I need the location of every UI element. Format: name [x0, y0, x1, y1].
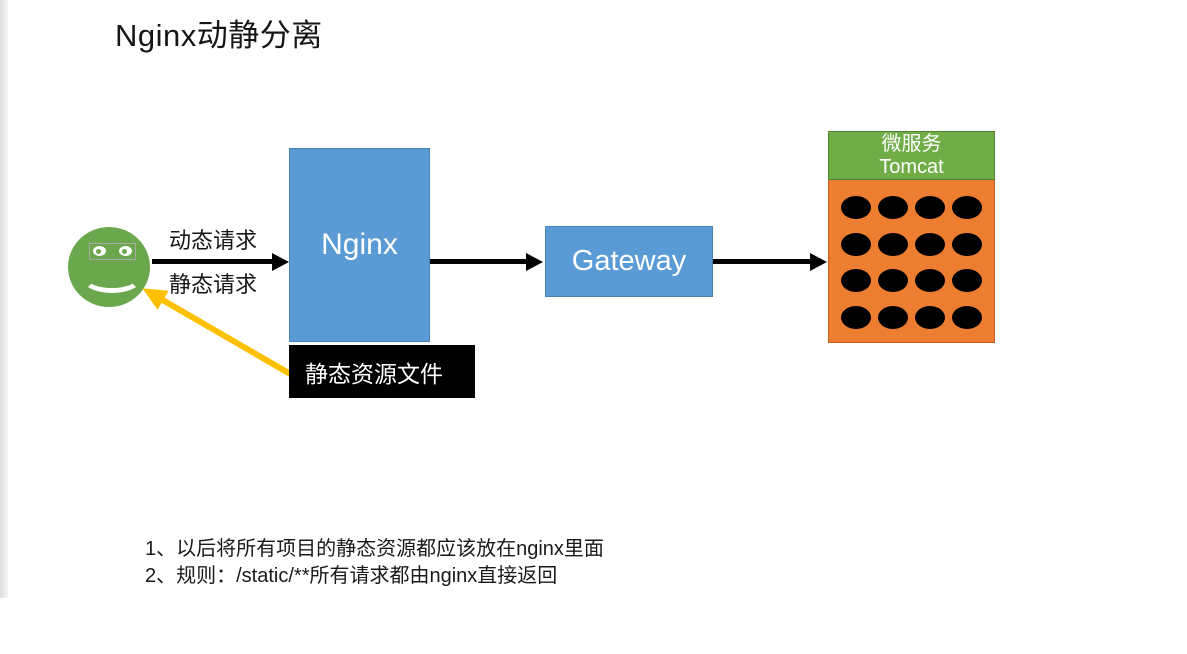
tomcat-instance-row — [841, 232, 982, 256]
smiley-left-eye — [93, 246, 106, 256]
microservice-header: 微服务 Tomcat — [828, 131, 995, 180]
note-line-2: 2、规则：/static/**所有请求都由nginx直接返回 — [145, 565, 558, 587]
static-files-label: 静态资源文件 — [305, 360, 443, 387]
gateway-label: Gateway — [571, 245, 687, 277]
tomcat-instance-dot — [952, 196, 982, 219]
tomcat-instance-dot — [915, 305, 945, 329]
microservice-header-line2: Tomcat — [879, 155, 944, 178]
tomcat-instance-grid — [828, 180, 995, 343]
tomcat-instance-dot — [952, 232, 982, 256]
tomcat-instance-dot — [878, 232, 908, 256]
note-line-1: 1、以后将所有项目的静态资源都应该放在nginx里面 — [145, 538, 604, 560]
gateway-box: Gateway — [545, 226, 713, 297]
microservice-group: 微服务 Tomcat — [828, 131, 995, 343]
dynamic-request-label: 动态请求 — [169, 228, 258, 253]
tomcat-instance-dot — [915, 269, 945, 293]
arrow-nginx-to-gateway — [430, 259, 527, 264]
tomcat-instance-dot — [915, 232, 945, 256]
tomcat-instance-dot — [841, 232, 871, 256]
smiley-mouth — [82, 263, 142, 293]
tomcat-instance-dot — [915, 196, 945, 219]
tomcat-instance-row — [841, 196, 982, 219]
pane-edge-strip — [0, 0, 8, 598]
tomcat-instance-dot — [841, 196, 871, 219]
tomcat-instance-dot — [878, 196, 908, 219]
notes: 1、以后将所有项目的静态资源都应该放在nginx里面 2、规则：/static/… — [145, 536, 604, 590]
tomcat-instance-row — [841, 269, 982, 293]
nginx-box: Nginx — [289, 148, 430, 342]
nginx-label: Nginx — [321, 228, 398, 261]
smiley-right-pupil — [122, 249, 127, 254]
microservice-header-line1: 微服务 — [881, 132, 942, 155]
arrow-client-to-nginx — [152, 259, 273, 264]
page-title: Nginx动静分离 — [115, 18, 323, 53]
tomcat-instance-dot — [878, 305, 908, 329]
arrow-gateway-to-tomcat — [712, 259, 811, 264]
tomcat-instance-dot — [878, 269, 908, 293]
arrow-static-return — [160, 297, 294, 378]
client-smiley-icon — [68, 227, 150, 307]
smiley-right-eye — [119, 246, 132, 256]
tomcat-instance-dot — [952, 305, 982, 329]
smiley-eye-box — [89, 243, 136, 260]
tomcat-instance-dot — [952, 269, 982, 293]
smiley-left-pupil — [96, 249, 101, 254]
tomcat-instance-row — [841, 305, 982, 329]
static-files-box: 静态资源文件 — [289, 345, 475, 398]
tomcat-instance-dot — [841, 269, 871, 293]
tomcat-instance-dot — [841, 305, 871, 329]
static-request-label: 静态请求 — [169, 272, 258, 297]
